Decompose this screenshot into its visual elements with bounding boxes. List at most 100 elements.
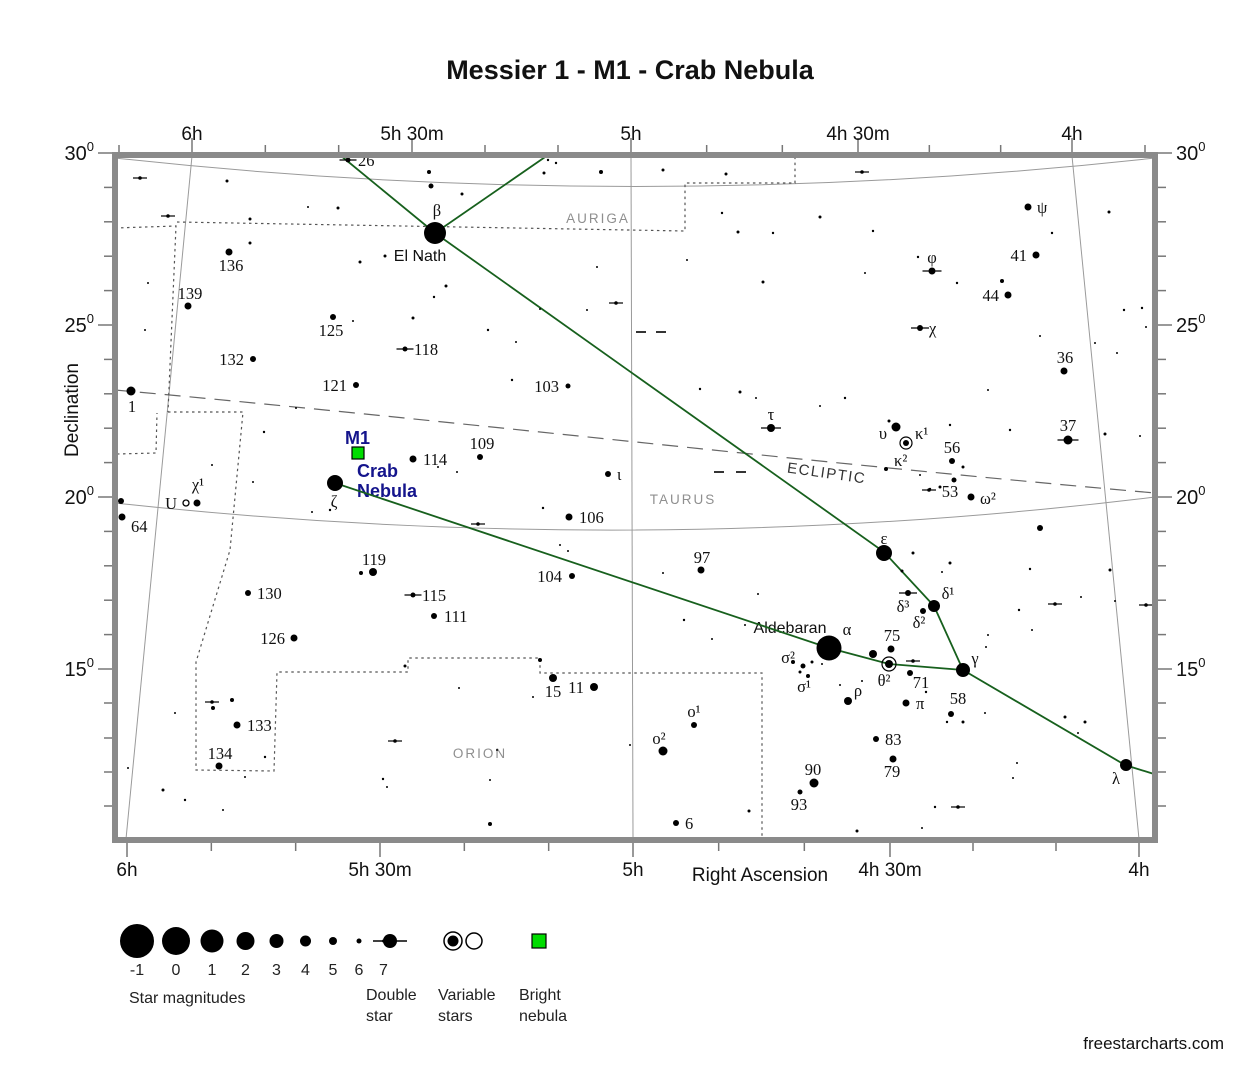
field-star [248,217,252,221]
star-label: ι [617,465,622,484]
star-label: 119 [362,550,386,569]
field-star [456,471,458,473]
field-star [381,777,385,781]
field-star [222,809,224,811]
magnitude-value: 7 [379,962,388,979]
star [345,157,351,163]
field-star [147,282,149,284]
star [928,267,936,275]
field-star [887,419,891,423]
legend-variable-stars-line1: Variable [438,987,496,1004]
double-star [138,176,142,180]
star-label: 41 [1011,246,1028,265]
magnitude-value: 0 [172,962,181,979]
field-star [744,624,746,626]
field-star [244,776,246,778]
chart-frame [112,152,1158,843]
magnitude-value: 3 [272,962,281,979]
variable-star-ring [881,656,897,672]
field-star [541,506,545,510]
star-label: 106 [579,508,604,527]
legend-double-star-line2: star [366,1008,393,1025]
legend-magnitudes-title: Star magnitudes [129,990,246,1007]
star-label: δ¹ [942,584,955,603]
star-label: 83 [885,730,902,749]
bright-nebula-icon [351,446,365,460]
star-label: 121 [322,376,347,395]
magnitude-dot [120,924,154,958]
star [330,314,336,320]
star [569,573,575,579]
field-star [263,755,267,759]
double-star [476,522,480,526]
field-star [1139,435,1141,437]
field-star [698,387,702,391]
field-star [437,466,439,468]
field-star [941,571,943,573]
field-star [1012,777,1014,779]
field-star [252,481,254,483]
star [902,699,910,707]
star [800,663,806,669]
field-star [486,328,490,332]
field-star [948,423,952,427]
constellation-boundary [176,157,796,232]
dec-label-right: 300 [1176,139,1205,165]
field-star [818,215,822,219]
star [1024,203,1032,211]
magnitude-dot [356,938,362,944]
star-label: ρ [854,681,862,700]
star [118,513,126,521]
field-star [661,168,665,172]
legend-bright-nebula-line2: nebula [519,1008,567,1025]
field-star [248,241,252,245]
constellation-label-auriga: AURIGA [566,211,630,226]
field-star [810,660,814,664]
star-name-aldebaran: Aldebaran [754,620,827,637]
star [905,590,911,596]
field-star [871,229,875,233]
field-star [458,687,460,689]
legend-double-star-line1: Double [366,987,417,1004]
field-star [861,680,863,682]
star-label: α [843,620,852,639]
star-label: 37 [1060,416,1077,435]
magnitude-value: -1 [130,962,144,979]
dec-label-left: 150 [65,655,94,681]
field-star [567,550,569,552]
field-star [403,664,407,668]
double-star [860,170,864,174]
star [1120,759,1132,771]
dec-label-right: 200 [1176,483,1205,509]
double-star [210,700,214,704]
star [844,697,852,705]
double-star [911,659,915,663]
star-label: 58 [950,689,967,708]
magnitude-value: 5 [329,962,338,979]
field-star [945,720,949,724]
dec-gridline [114,496,1156,531]
field-star [1037,525,1043,531]
star [290,634,298,642]
star [949,458,955,464]
field-star [1140,306,1144,310]
magnitude-dot [329,937,337,945]
field-star [1028,567,1032,571]
field-star [460,192,464,196]
field-star [1122,308,1126,312]
dec-gridline [114,157,1156,187]
star [885,660,893,668]
field-star [1108,568,1112,572]
field-star [1080,596,1082,598]
field-star [1083,720,1087,724]
field-star [1017,608,1021,612]
field-star [821,663,823,665]
field-star [211,464,213,466]
star-name-el-nath: El Nath [394,248,446,265]
double-star [927,488,931,492]
star [889,755,897,763]
star-label: 71 [913,673,930,692]
star [816,635,842,661]
